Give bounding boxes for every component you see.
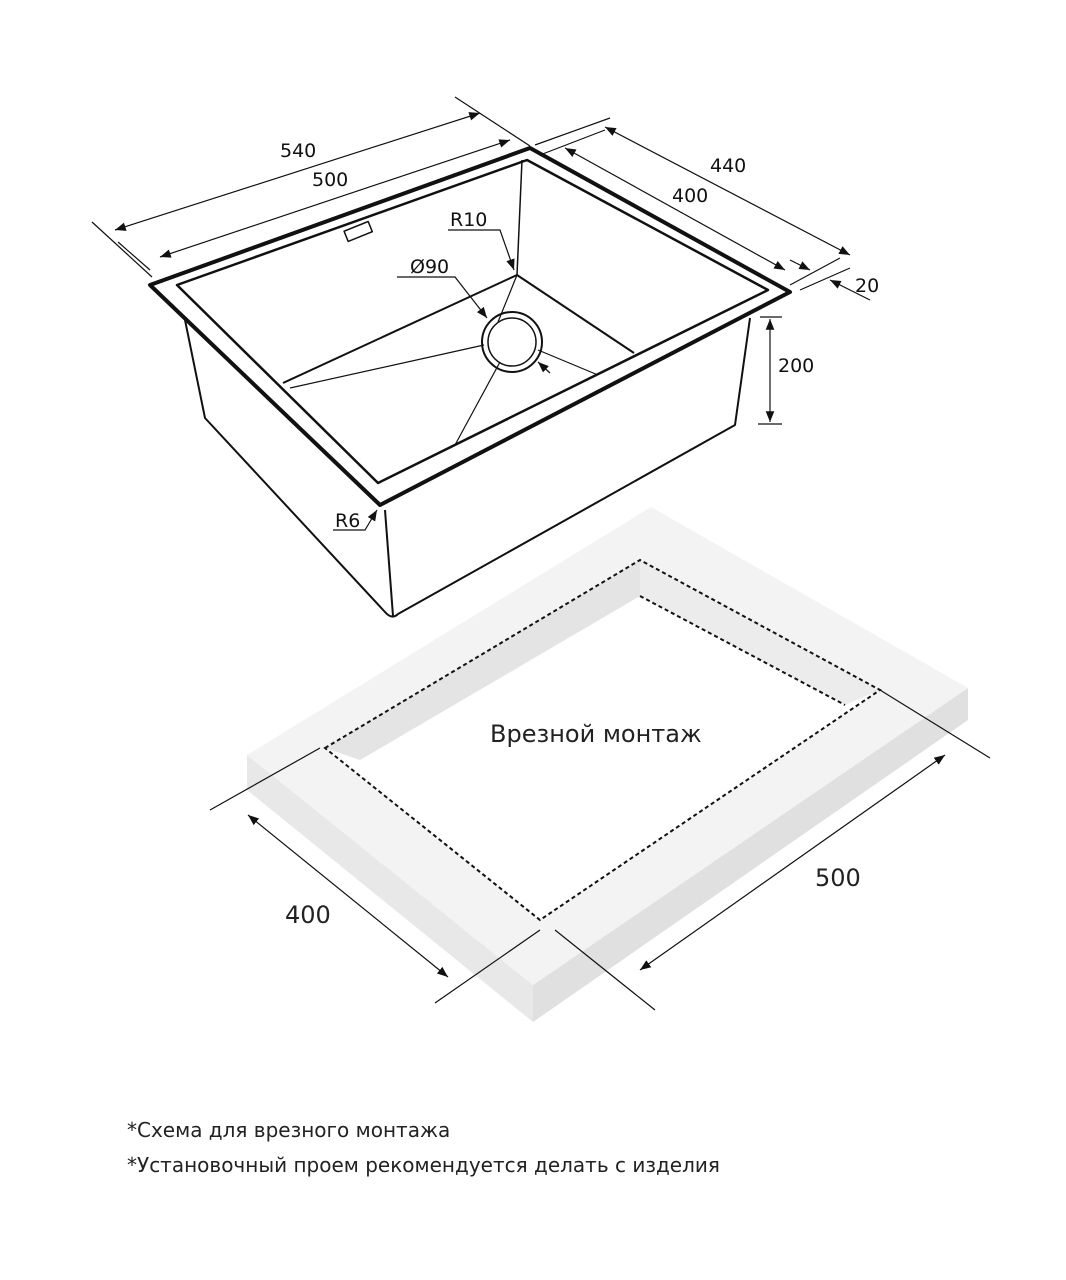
dim-drain: Ø90 [410,256,449,278]
dim-outer-radius: R6 [335,510,360,532]
note-scheme: *Схема для врезного монтажа [127,1118,451,1142]
dim-outer-width: 440 [710,155,746,177]
dim-rim: 20 [855,275,879,297]
drain-icon [481,311,543,373]
dim-cutout-length: 500 [815,864,861,892]
dim-outer-length: 540 [280,140,316,162]
dim-inner-radius: R10 [450,209,487,231]
note-cutout: *Установочный проем рекомендуется делать… [127,1153,720,1177]
dim-depth: 200 [778,355,814,377]
dimension-lines [91,96,991,1011]
dim-inner-width: 400 [672,185,708,207]
dim-inner-length: 500 [312,169,348,191]
countertop-slab [247,507,968,1022]
mounting-label: Врезной монтаж [490,720,702,748]
dim-cutout-width: 400 [285,901,331,929]
